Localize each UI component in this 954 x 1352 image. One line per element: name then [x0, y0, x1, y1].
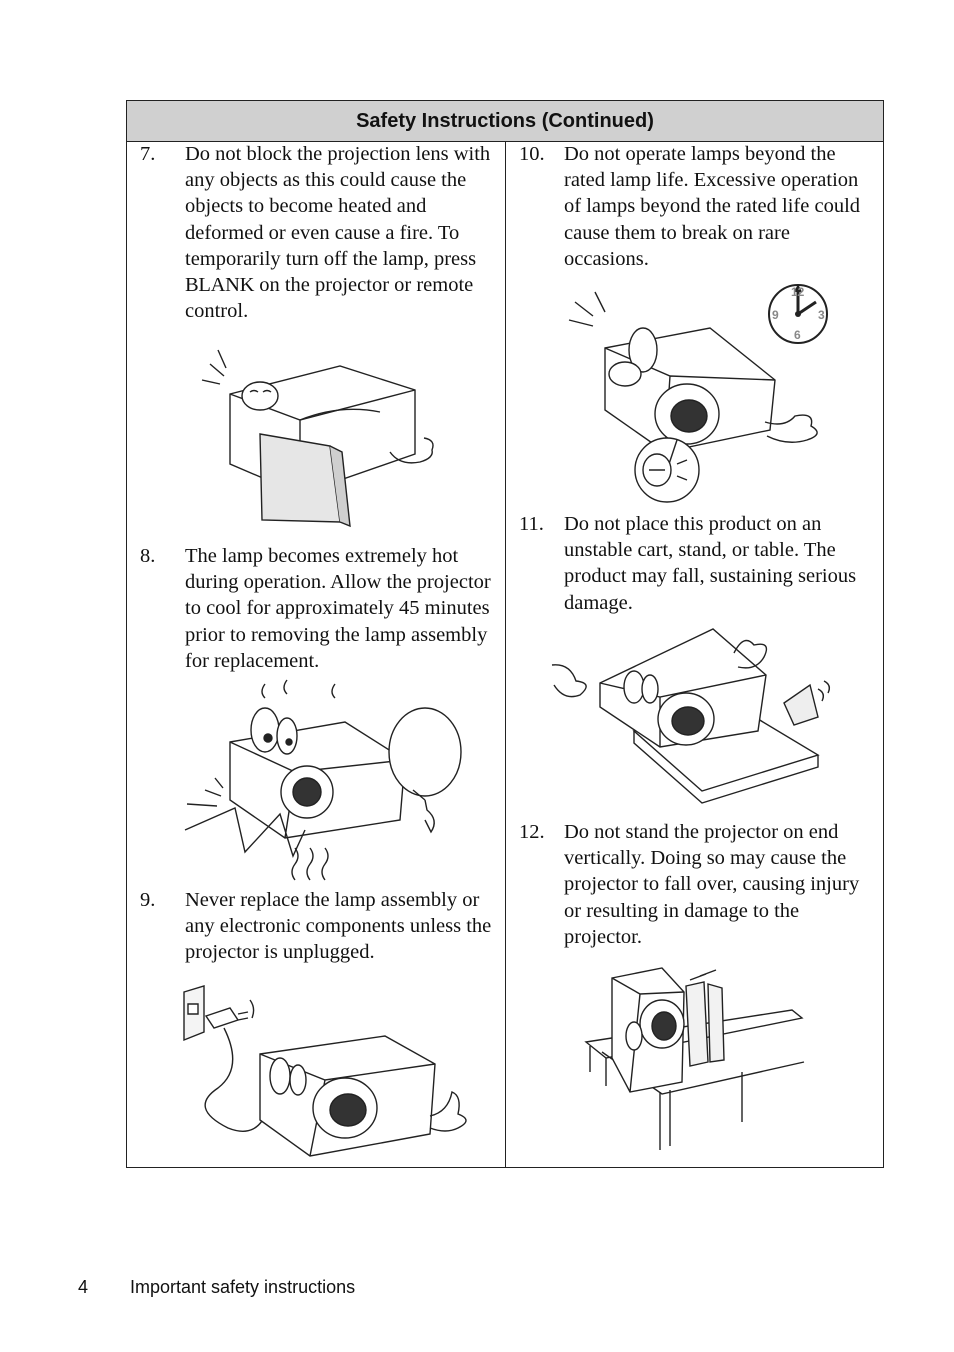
blank-key: BLANK: [185, 274, 255, 297]
instruction-number: 10.: [519, 143, 545, 165]
safety-table: Safety Instructions (Continued) 7. Do no…: [126, 100, 884, 1168]
table-title: Safety Instructions (Continued): [356, 110, 654, 132]
page-number: 4: [78, 1277, 89, 1297]
illustration-lens-blocked: [190, 334, 440, 530]
instruction-number: 11.: [519, 513, 544, 535]
svg-text:6: 6: [794, 328, 801, 342]
illustration-hot-lamp: [175, 680, 465, 885]
illustration-lamp-life: 12 3 6 9: [565, 284, 835, 506]
illustration-vertical-projector: [582, 962, 807, 1152]
instruction-text: Do not stand the projector on end vertic…: [564, 821, 860, 948]
table-header: Safety Instructions (Continued): [127, 101, 883, 142]
instruction-text: The lamp becomes extremely hot during op…: [185, 545, 491, 672]
footer-title: Important safety instructions: [130, 1277, 356, 1297]
instruction-number: 12.: [519, 821, 545, 843]
instruction-text: Never replace the lamp assembly or any e…: [185, 889, 492, 964]
clock-icon: 12 3 6 9: [769, 284, 827, 343]
instruction-number: 8.: [140, 545, 156, 567]
illustration-unplugged: [180, 984, 475, 1164]
instruction-text: Do not place this product on an unstable…: [564, 513, 857, 614]
instruction-number: 7.: [140, 143, 156, 165]
instruction-text: Do not block the projection lens with an…: [185, 143, 491, 323]
svg-text:3: 3: [818, 308, 825, 322]
svg-text:12: 12: [791, 285, 805, 299]
svg-text:9: 9: [772, 308, 779, 322]
column-divider: [505, 142, 506, 1167]
illustration-unstable-table: [548, 625, 838, 805]
instruction-text: Do not operate lamps beyond the rated la…: [564, 143, 861, 270]
instruction-number: 9.: [140, 889, 156, 911]
